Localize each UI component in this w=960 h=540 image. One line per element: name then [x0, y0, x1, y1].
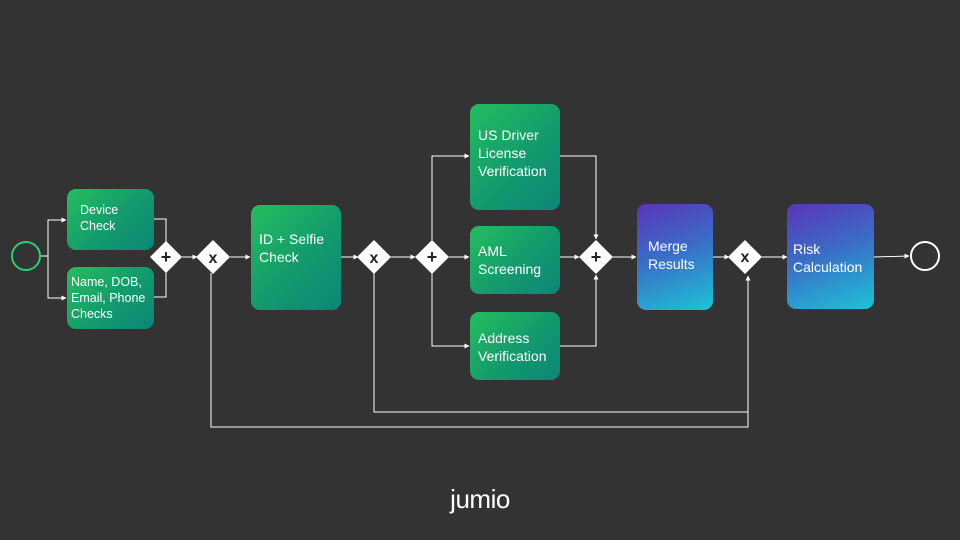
- flow-license-to-join: [560, 155, 599, 240]
- flow-xor2-bypass: [373, 273, 748, 413]
- flow-risk-to-end: [873, 253, 910, 259]
- jumio-logo: jumio: [0, 484, 960, 515]
- task-aml-screening: AML Screening: [470, 226, 560, 294]
- gateway-exclusive-3: x: [728, 240, 762, 274]
- gateway-symbol: +: [427, 247, 438, 267]
- flow-xor1-bypass: [210, 273, 751, 428]
- flow-address-to-join: [560, 274, 599, 347]
- gateway-symbol: x: [209, 250, 218, 267]
- gateway-symbol: +: [161, 247, 172, 267]
- flow-device-to-join: [154, 218, 167, 244]
- task-address-verification: Address Verification: [470, 312, 560, 380]
- logo-text: jumio: [450, 484, 510, 514]
- gateway-exclusive-2: x: [357, 240, 391, 274]
- gateway-symbol: x: [741, 249, 750, 266]
- gateway-exclusive-1: x: [196, 240, 230, 274]
- end-event: [910, 241, 940, 271]
- task-merge-results: Merge Results: [637, 204, 713, 310]
- flow-split-to-license: [431, 153, 470, 240]
- flow-split-to-address: [431, 274, 470, 349]
- task-device-check: Device Check: [67, 189, 154, 250]
- flow-start-to-identity: [47, 256, 67, 301]
- task-id-selfie-check: ID + Selfie Check: [251, 205, 341, 310]
- flow-identity-to-join: [154, 270, 167, 298]
- start-event: [11, 241, 41, 271]
- task-us-driver-license-verification: US Driver License Verification: [470, 104, 560, 210]
- task-name-dob-email-phone-checks: Name, DOB, Email, Phone Checks: [67, 267, 154, 329]
- gateway-symbol: +: [591, 247, 602, 267]
- flow-start-to-device: [41, 217, 67, 257]
- gateway-parallel-split: +: [415, 240, 449, 274]
- gateway-parallel-join-1: +: [150, 241, 182, 273]
- gateway-parallel-join-2: +: [579, 240, 613, 274]
- gateway-symbol: x: [370, 250, 379, 267]
- task-risk-calculation: Risk Calculation: [787, 204, 874, 309]
